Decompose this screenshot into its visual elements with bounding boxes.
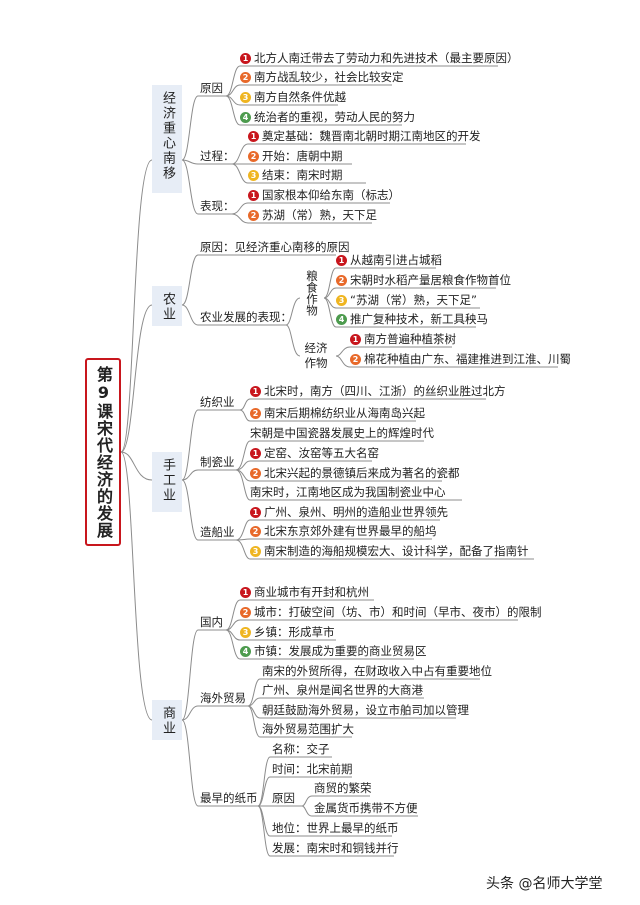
number-2-icon: 2	[250, 408, 261, 419]
number-3-icon: 3	[250, 546, 261, 557]
branch-label-process[interactable]: 过程：	[200, 149, 235, 163]
number-3-icon: 3	[336, 295, 347, 306]
leaf-item[interactable]: 发展：南宋时和铜钱并行	[272, 841, 399, 855]
category-title: 手工业	[160, 458, 175, 503]
category-handicraft[interactable]: 手工业	[152, 452, 182, 512]
branch-label-money-reason[interactable]: 原因	[272, 791, 295, 805]
root-topic[interactable]: 第9课宋代经济的发展	[85, 358, 121, 546]
leaf-item[interactable]: 3“苏湖（常）熟，天下足”	[336, 293, 477, 307]
number-2-icon: 2	[336, 275, 347, 286]
leaf-item[interactable]: 南宋时，江南地区成为我国制瓷业中心	[250, 485, 446, 499]
category-economic-center[interactable]: 经济重心南移	[152, 85, 182, 193]
number-2-icon: 2	[248, 210, 259, 221]
number-1-icon: 1	[248, 131, 259, 142]
branch-label-domestic[interactable]: 国内	[200, 615, 223, 629]
category-title: 经济重心南移	[160, 91, 175, 181]
branch-label-agri-reason[interactable]: 原因：见经济重心南移的原因	[200, 240, 350, 254]
number-1-icon: 1	[250, 386, 261, 397]
number-1-icon: 1	[250, 507, 261, 518]
branch-label-paper-money[interactable]: 最早的纸币	[200, 791, 258, 805]
branch-label-porcelain[interactable]: 制瓷业	[200, 455, 235, 469]
category-title: 农业	[160, 292, 175, 322]
number-1-icon: 1	[350, 334, 361, 345]
branch-label-reasons[interactable]: 原因	[200, 81, 223, 95]
leaf-item[interactable]: 时间：北宋前期	[272, 762, 353, 776]
leaf-item[interactable]: 南宋的外贸所得，在财政收入中占有重要地位	[262, 664, 492, 678]
number-2-icon: 2	[250, 526, 261, 537]
number-3-icon: 3	[240, 627, 251, 638]
watermark: 头条 @名师大学堂	[486, 876, 603, 892]
category-agriculture[interactable]: 农业	[152, 286, 182, 326]
branch-label-cash-crops[interactable]: 经济作物	[304, 341, 328, 370]
leaf-item[interactable]: 地位：世界上最早的纸币	[272, 821, 399, 835]
branch-label-textile[interactable]: 纺织业	[200, 395, 235, 409]
branch-label-shipbuilding[interactable]: 造船业	[200, 525, 235, 539]
branch-label-manifestation[interactable]: 表现：	[200, 199, 235, 213]
category-title: 商业	[160, 706, 175, 736]
leaf-item[interactable]: 商贸的繁荣	[314, 781, 372, 795]
number-4-icon: 4	[336, 314, 347, 325]
number-3-icon: 3	[248, 170, 259, 181]
number-1-icon: 1	[240, 587, 251, 598]
category-commerce[interactable]: 商业	[152, 700, 182, 740]
number-2-icon: 2	[240, 72, 251, 83]
number-4-icon: 4	[240, 646, 251, 657]
number-2-icon: 2	[248, 151, 259, 162]
leaf-item[interactable]: 海外贸易范围扩大	[262, 722, 354, 736]
branch-label-agri-performance[interactable]: 农业发展的表现：	[200, 310, 292, 324]
number-1-icon: 1	[250, 448, 261, 459]
number-1-icon: 1	[248, 190, 259, 201]
branch-label-foreign-trade[interactable]: 海外贸易	[200, 691, 246, 705]
branch-label-grain-crops[interactable]: 粮食作物	[305, 270, 319, 316]
leaf-item[interactable]: 宋朝是中国瓷器发展史上的辉煌时代	[250, 426, 434, 440]
leaf-item[interactable]: 名称：交子	[272, 742, 330, 756]
number-2-icon: 2	[350, 354, 361, 365]
number-1-icon: 1	[336, 255, 347, 266]
leaf-item[interactable]: 广州、泉州是闻名世界的大商港	[262, 683, 423, 697]
number-4-icon: 4	[240, 112, 251, 123]
leaf-item[interactable]: 朝廷鼓励海外贸易，设立市舶司加以管理	[262, 703, 469, 717]
leaf-item[interactable]: 金属货币携带不方便	[314, 801, 418, 815]
root-title: 第9课宋代经济的发展	[94, 366, 113, 539]
number-2-icon: 2	[240, 607, 251, 618]
number-2-icon: 2	[250, 468, 261, 479]
number-3-icon: 3	[240, 92, 251, 103]
number-1-icon: 1	[240, 53, 251, 64]
